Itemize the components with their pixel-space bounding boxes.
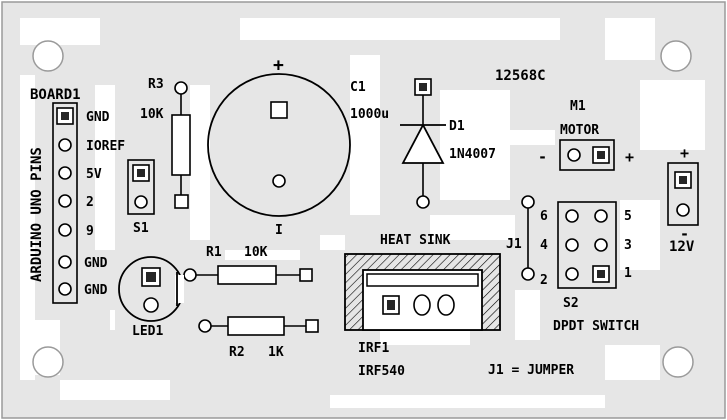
- irf1-ref: IRF1: [358, 341, 389, 356]
- s2-name: DPDT SWITCH: [553, 319, 639, 334]
- header-pad: [58, 138, 72, 152]
- pin-label-gnd-3: GND: [84, 283, 108, 298]
- pin-label-gnd-2: GND: [84, 256, 108, 271]
- r2-ref: R2: [229, 345, 245, 360]
- c1-plus: +: [273, 55, 284, 76]
- r3-ref: R3: [148, 77, 164, 92]
- s2-pin-4: 4: [540, 238, 548, 253]
- s2-pin-3: 3: [624, 238, 632, 253]
- mounting-hole-bottom-right: [662, 346, 694, 378]
- irf1-value: IRF540: [358, 364, 405, 379]
- pin-label-ioref: IOREF: [86, 139, 125, 154]
- power-value: 12V: [669, 239, 695, 255]
- r3-resistor: [171, 81, 191, 209]
- j1-ref: J1: [506, 237, 522, 252]
- mounting-hole-top-right: [660, 40, 692, 72]
- m1-plus: +: [625, 148, 634, 166]
- header-pad: [58, 223, 72, 237]
- s2-pin-2: 2: [540, 273, 548, 288]
- led1-label: LED1: [132, 324, 163, 339]
- m1-ref: M1: [570, 99, 586, 114]
- c1-pad-square: [270, 101, 288, 119]
- r2-value: 1K: [268, 345, 284, 360]
- power-minus: -: [680, 225, 689, 243]
- arduino-pins-label: ARDUINO UNO PINS: [29, 147, 45, 282]
- s2-pin-1: 1: [624, 266, 632, 281]
- s1-label: S1: [133, 221, 149, 236]
- header-pad: [58, 255, 72, 269]
- power-plus: +: [680, 144, 689, 162]
- mounting-hole-top-left: [32, 40, 64, 72]
- jumper-note: J1 = JUMPER: [488, 363, 574, 378]
- c1-minus: I: [275, 223, 283, 238]
- c1-pad-round: [272, 174, 286, 188]
- c1-value: 1000u: [350, 107, 389, 122]
- r1-resistor: [183, 265, 313, 285]
- board1-label: BOARD1: [30, 87, 81, 103]
- m1-value: MOTOR: [560, 123, 599, 138]
- header-pad: [58, 194, 72, 208]
- d1-ref: D1: [449, 119, 465, 134]
- board-id: 12568C: [495, 68, 546, 84]
- d1-diode: [400, 78, 446, 209]
- d1-value: 1N4007: [449, 147, 496, 162]
- header-pad: [58, 166, 72, 180]
- arduino-header-outline: [52, 102, 78, 304]
- j1-jumper: [521, 195, 535, 281]
- led1: [118, 256, 184, 322]
- mounting-holes: [32, 40, 694, 378]
- pin-label-9: 9: [86, 224, 94, 239]
- c1-ref: C1: [350, 80, 366, 95]
- s2-ref: S2: [563, 296, 579, 311]
- arduino-header-pads: [56, 107, 74, 296]
- heatsink-label: HEAT SINK: [380, 233, 451, 248]
- mounting-hole-bottom-left: [32, 346, 64, 378]
- r1-value: 10K: [244, 245, 268, 260]
- heatsink: [344, 253, 501, 331]
- power-connector: [667, 162, 699, 226]
- s2-pin-5: 5: [624, 209, 632, 224]
- trace-clearances: [20, 18, 705, 408]
- pin-label-2: 2: [86, 195, 94, 210]
- pin-label-5v: 5V: [86, 167, 102, 182]
- s2-switch: [557, 201, 617, 289]
- m1-connector: [559, 139, 615, 171]
- m1-minus: -: [538, 148, 547, 166]
- r1-ref: R1: [206, 245, 222, 260]
- pin-label-gnd-1: GND: [86, 110, 110, 125]
- r3-value: 10K: [140, 107, 164, 122]
- c1-capacitor-outline: [207, 73, 351, 217]
- header-pad: [58, 282, 72, 296]
- s1-switch: [127, 159, 155, 215]
- s2-pin-6: 6: [540, 209, 548, 224]
- r2-resistor: [198, 316, 319, 336]
